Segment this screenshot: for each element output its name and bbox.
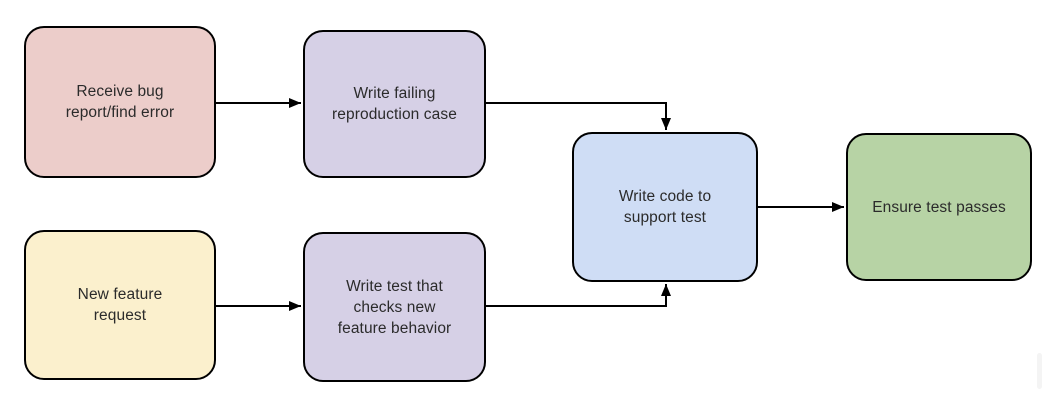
node-label-line: Write code to [618, 188, 712, 205]
node-ensure-test-label: Ensure test passes [872, 197, 1006, 218]
node-label-line: report/find error [65, 104, 175, 121]
node-write-test-label: Write test that checks new feature behav… [338, 276, 452, 339]
scrollbar-thumb[interactable] [1037, 353, 1042, 389]
node-label-line: feature behavior [337, 319, 452, 337]
arrow-write-test-to-write-code [486, 284, 671, 307]
node-write-failing-label: Write failing reproduction case [332, 83, 457, 125]
node-label-line: Ensure test passes [872, 198, 1006, 216]
node-write-code-label: Write code to support test [619, 186, 711, 228]
node-label-line: Receive bug [76, 83, 164, 100]
node-label-line: reproduction case [332, 106, 457, 123]
node-label-line: Write test that [346, 277, 443, 295]
node-new-feature-label: New feature request [78, 284, 163, 326]
node-write-test: Write test that checks new feature behav… [303, 232, 486, 382]
node-label-line: checks new [353, 298, 436, 316]
node-ensure-test: Ensure test passes [846, 133, 1032, 281]
node-write-failing: Write failing reproduction case [303, 30, 486, 178]
node-label-line: Write failing [353, 85, 436, 102]
node-label-line: support test [623, 209, 707, 226]
node-write-code: Write code to support test [572, 132, 758, 282]
node-receive-bug: Receive bug report/find error [24, 26, 216, 178]
node-new-feature: New feature request [24, 230, 216, 380]
node-label-line: New feature [77, 286, 163, 303]
node-label-line: request [93, 307, 147, 324]
node-receive-bug-label: Receive bug report/find error [66, 81, 175, 123]
arrow-write-failing-to-write-code [486, 102, 671, 130]
